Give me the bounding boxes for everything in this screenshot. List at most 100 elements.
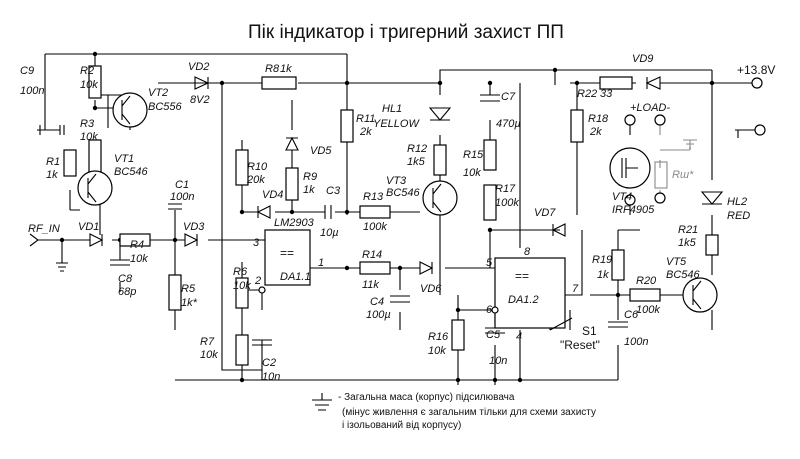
svg-text:C8: C8 <box>118 273 133 285</box>
svg-text:RF_IN: RF_IN <box>28 223 60 235</box>
svg-text:7: 7 <box>572 283 579 295</box>
svg-text:S1: S1 <box>582 324 597 338</box>
svg-text:10µ: 10µ <box>320 227 339 239</box>
svg-text:VD3: VD3 <box>183 221 205 233</box>
svg-text:R10: R10 <box>247 161 268 173</box>
svg-text:R16: R16 <box>428 331 449 343</box>
svg-text:HL2: HL2 <box>727 196 747 208</box>
svg-text:C2: C2 <box>262 357 276 369</box>
svg-text:1k5: 1k5 <box>407 156 426 168</box>
svg-text:1k*: 1k* <box>181 297 198 309</box>
svg-text:R1: R1 <box>46 156 60 168</box>
svg-text:C4: C4 <box>370 296 384 308</box>
svg-text:BC546: BC546 <box>666 269 701 281</box>
svg-text:R22: R22 <box>577 88 597 100</box>
svg-text:8: 8 <box>524 246 531 258</box>
svg-text:R12: R12 <box>407 143 427 155</box>
junction-dots <box>59 51 715 383</box>
svg-text:2k: 2k <box>359 126 372 138</box>
svg-text:11k: 11k <box>362 279 379 291</box>
svg-text:R21: R21 <box>678 224 698 236</box>
svg-text:1k: 1k <box>46 169 58 181</box>
svg-text:3: 3 <box>253 237 260 249</box>
svg-text:100k: 100k <box>495 197 519 209</box>
svg-text:6: 6 <box>486 304 493 316</box>
ground-note: - Загальна маса (корпус) підсилювача (мі… <box>338 392 596 431</box>
svg-text:10k: 10k <box>80 79 98 91</box>
svg-text:1k5: 1k5 <box>678 237 697 249</box>
svg-text:+13.8V: +13.8V <box>737 63 775 77</box>
svg-text:10n: 10n <box>489 355 507 367</box>
svg-text:100n: 100n <box>624 336 648 348</box>
svg-text:VD4: VD4 <box>262 189 283 201</box>
svg-text:10k: 10k <box>200 349 218 361</box>
capacitors <box>59 94 628 346</box>
component-labels: C9 100n R2 10k VT2 BC556 VD2 8V2 R8 1k V… <box>20 53 775 383</box>
svg-text:R20: R20 <box>636 275 657 287</box>
svg-text:R2: R2 <box>80 65 94 77</box>
svg-text:R3: R3 <box>80 118 95 130</box>
svg-text:R8: R8 <box>265 63 280 75</box>
svg-text:2: 2 <box>254 275 261 287</box>
svg-text:2k: 2k <box>589 126 602 138</box>
svg-text:R17: R17 <box>495 183 516 195</box>
svg-text:100µ: 100µ <box>366 309 391 321</box>
svg-text:HL1: HL1 <box>382 103 402 115</box>
svg-text:R6: R6 <box>233 266 248 278</box>
svg-text:C1: C1 <box>175 179 189 191</box>
diodes <box>89 76 724 275</box>
svg-text:R7: R7 <box>200 336 215 348</box>
terminals <box>29 77 766 411</box>
svg-text:1k: 1k <box>280 63 292 75</box>
svg-text:Rш*: Rш* <box>672 169 694 181</box>
svg-text:R4: R4 <box>130 239 144 251</box>
svg-text:68p: 68p <box>118 286 136 298</box>
svg-text:"Reset": "Reset" <box>560 338 600 352</box>
svg-text:5: 5 <box>486 257 493 269</box>
svg-text:BC546: BC546 <box>114 166 149 178</box>
svg-text:C6: C6 <box>624 309 639 321</box>
svg-text:BC546: BC546 <box>386 187 421 199</box>
svg-text:VT4: VT4 <box>612 191 632 203</box>
svg-text:4: 4 <box>516 331 522 343</box>
svg-text:10k: 10k <box>428 345 446 357</box>
svg-text:100k: 100k <box>636 304 660 316</box>
svg-text:VD7: VD7 <box>534 207 556 219</box>
svg-text:100n: 100n <box>170 191 194 203</box>
svg-text:R19: R19 <box>592 254 612 266</box>
shunt-rsh <box>654 120 697 196</box>
svg-text:C3: C3 <box>326 185 341 197</box>
svg-text:VD1: VD1 <box>78 221 99 233</box>
svg-text:R11: R11 <box>356 113 375 125</box>
svg-text:YELLOW: YELLOW <box>373 118 420 130</box>
svg-text:VT3: VT3 <box>386 175 407 187</box>
svg-text:8V2: 8V2 <box>190 94 210 106</box>
svg-text:10n: 10n <box>262 371 280 383</box>
svg-text:R13: R13 <box>363 191 384 203</box>
svg-text:- Загальна маса (корпус) підси: - Загальна маса (корпус) підсилювача <box>338 392 515 403</box>
svg-text:470µ: 470µ <box>496 118 521 130</box>
svg-text:VD5: VD5 <box>310 145 332 157</box>
svg-text:R18: R18 <box>588 113 609 125</box>
svg-text:100k: 100k <box>363 221 387 233</box>
svg-text:1k: 1k <box>597 269 609 281</box>
svg-text:R14: R14 <box>362 249 382 261</box>
svg-text:VT2: VT2 <box>148 87 168 99</box>
svg-text:VD9: VD9 <box>632 53 653 65</box>
svg-text:VD6: VD6 <box>420 283 442 295</box>
svg-text:C9: C9 <box>20 65 34 77</box>
svg-text:10k: 10k <box>233 280 251 292</box>
svg-text:BC556: BC556 <box>148 101 183 113</box>
svg-text:10k: 10k <box>80 131 98 143</box>
svg-text:VT5: VT5 <box>666 256 687 268</box>
svg-text:(мінус живлення є загальним ті: (мінус живлення є загальним тільки для с… <box>342 407 596 418</box>
svg-text:і ізольований від корпусу): і ізольований від корпусу) <box>342 420 461 431</box>
transistors <box>77 92 718 313</box>
svg-text:+LOAD-: +LOAD- <box>630 102 670 114</box>
svg-text:R5: R5 <box>181 283 196 295</box>
svg-text:==: == <box>515 269 529 283</box>
svg-text:DA1.2: DA1.2 <box>508 294 539 306</box>
svg-text:1: 1 <box>318 257 324 269</box>
svg-text:VD2: VD2 <box>188 61 209 73</box>
